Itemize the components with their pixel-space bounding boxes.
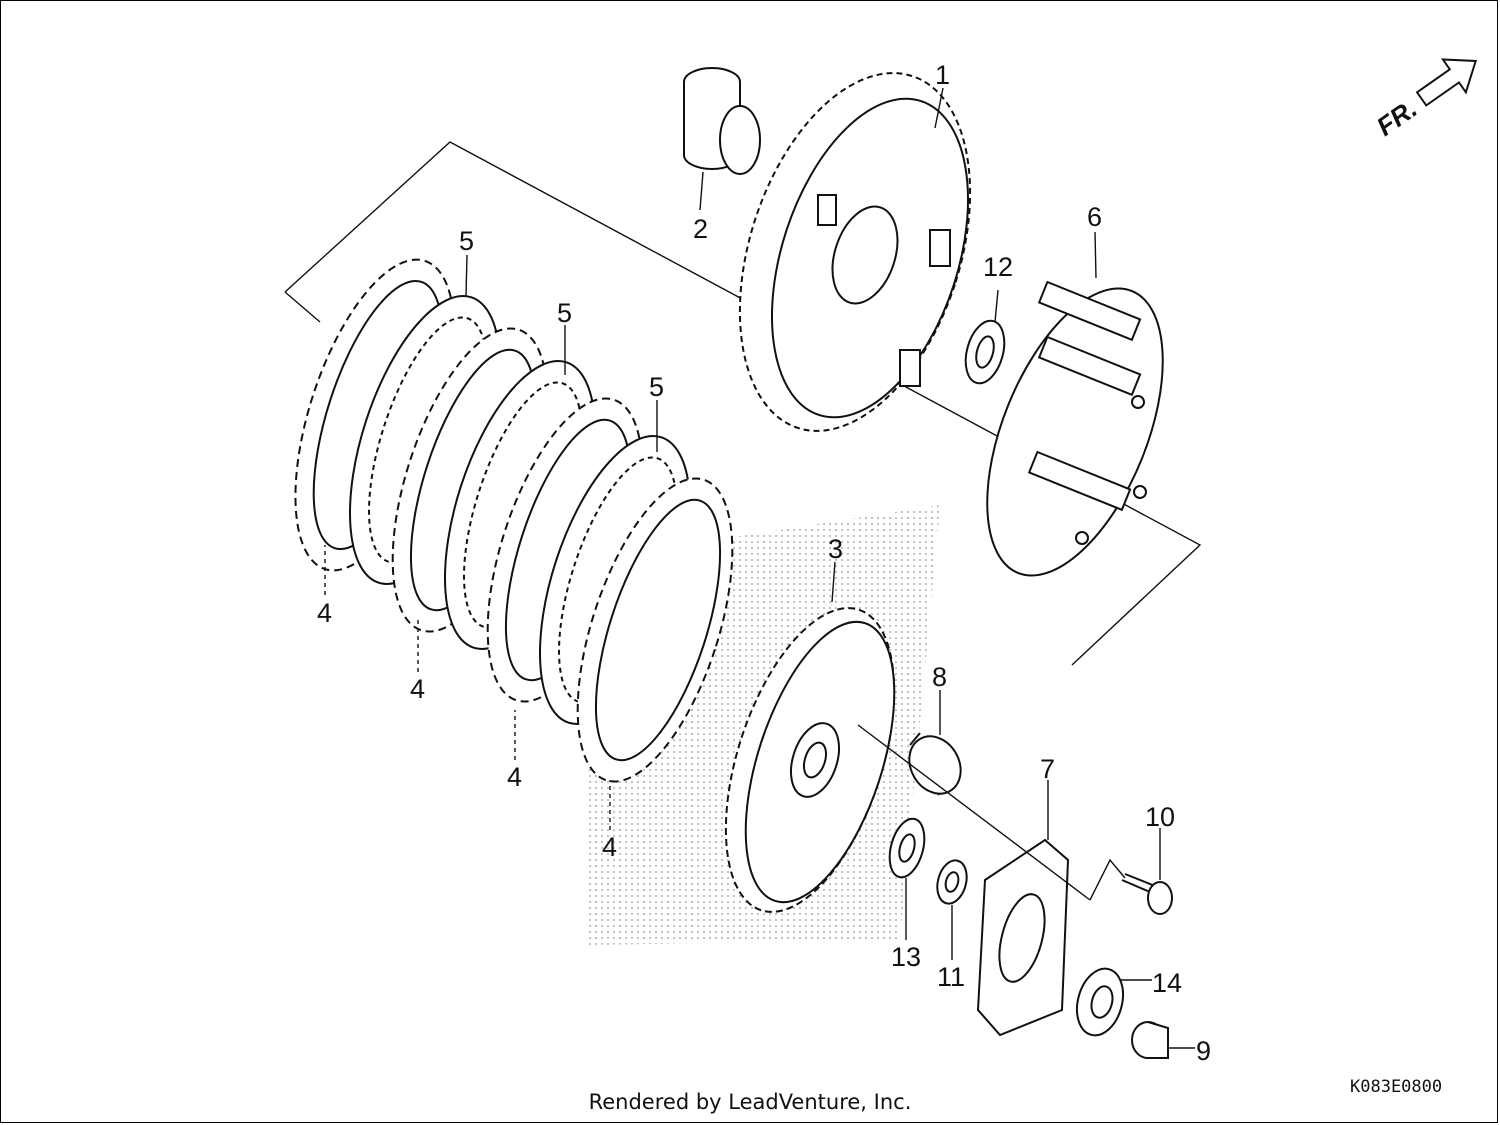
callout-11: 11 [937,962,965,992]
callout-14: 14 [1152,968,1182,998]
render-credit: Rendered by LeadVenture, Inc. [588,1090,912,1114]
callout-7: 7 [1040,754,1055,784]
callout-4b: 4 [410,674,425,704]
spring-part [908,732,962,796]
clutch-outer-part [738,72,972,432]
collar-part [683,67,761,175]
callout-5c: 5 [649,372,664,402]
lifter-piece-part [1131,1021,1169,1059]
callout-5a: 5 [459,226,474,256]
bearing-part [1075,967,1125,1037]
callout-9: 9 [1196,1036,1211,1066]
nut-part [936,859,968,905]
clutch-center-part [724,607,896,913]
diagram-code: K083E0800 [1350,1077,1442,1097]
callout-4a: 4 [317,598,332,628]
callout-13: 13 [891,942,921,972]
callout-6: 6 [1087,202,1102,232]
callout-3: 3 [828,534,843,564]
callout-12: 12 [983,252,1013,282]
callout-1: 1 [935,60,950,90]
callout-10: 10 [1145,802,1175,832]
pressure-plate-part [986,280,1164,577]
front-direction-arrow: FR. [1371,58,1478,142]
leader-lines [324,87,1195,1049]
washer-12-part [964,319,1006,385]
callout-5b: 5 [557,298,572,328]
callout-8: 8 [932,662,947,692]
washer-13-part [888,817,926,879]
callout-2: 2 [693,214,708,244]
bolt-part [1121,873,1173,915]
lifter-plate-part [976,838,1070,1037]
direction-label: FR. [1371,93,1423,142]
callout-4d: 4 [602,832,617,862]
callout-4c: 4 [507,762,522,792]
friction-disc-4 [576,477,734,783]
